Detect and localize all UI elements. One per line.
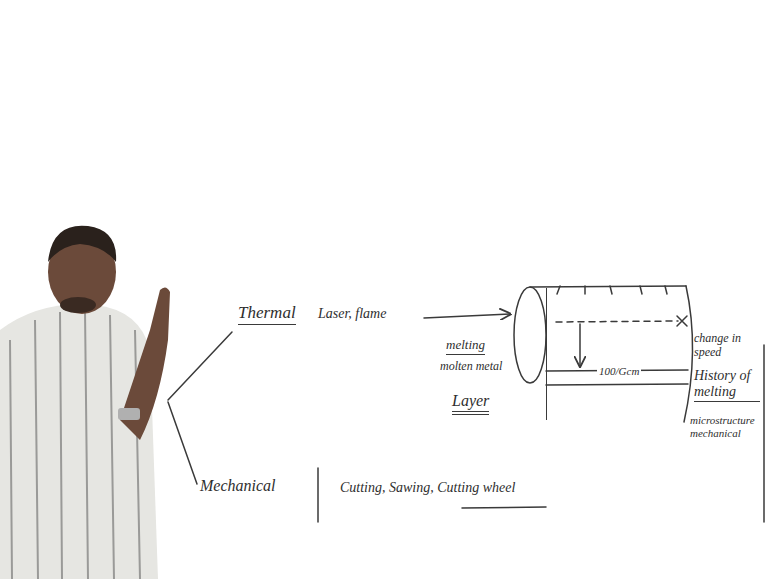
board-note: History of melting bbox=[694, 368, 760, 402]
branch-line bbox=[168, 332, 232, 400]
workpiece-edge bbox=[530, 286, 686, 287]
board-note: microstructure mechanical bbox=[690, 414, 760, 439]
branch-line bbox=[168, 402, 197, 484]
separator-line bbox=[763, 345, 765, 522]
heat-arrow bbox=[424, 314, 510, 318]
board-note: Mechanical bbox=[200, 477, 276, 495]
scan-path bbox=[556, 321, 678, 322]
depth-arrow bbox=[579, 324, 581, 366]
board-note: Layer bbox=[452, 392, 489, 415]
board-note: Laser, flame bbox=[318, 306, 386, 322]
workpiece-end bbox=[684, 286, 693, 422]
layer-line bbox=[546, 384, 688, 385]
board-note: change in speed bbox=[694, 332, 760, 360]
workpiece-box: 100/Gcm bbox=[546, 288, 685, 420]
end-mark bbox=[677, 316, 687, 326]
workpiece-end bbox=[514, 287, 546, 383]
underline bbox=[462, 507, 546, 508]
board-note: melting bbox=[446, 338, 485, 355]
dimension-note: 100/Gcm bbox=[597, 365, 641, 377]
board-note: Cutting, Sawing, Cutting wheel bbox=[340, 480, 515, 496]
separator-line bbox=[317, 468, 319, 522]
board-note: molten metal bbox=[440, 360, 502, 374]
board-note: Thermal bbox=[238, 303, 296, 325]
lecturer-figure bbox=[0, 226, 170, 579]
